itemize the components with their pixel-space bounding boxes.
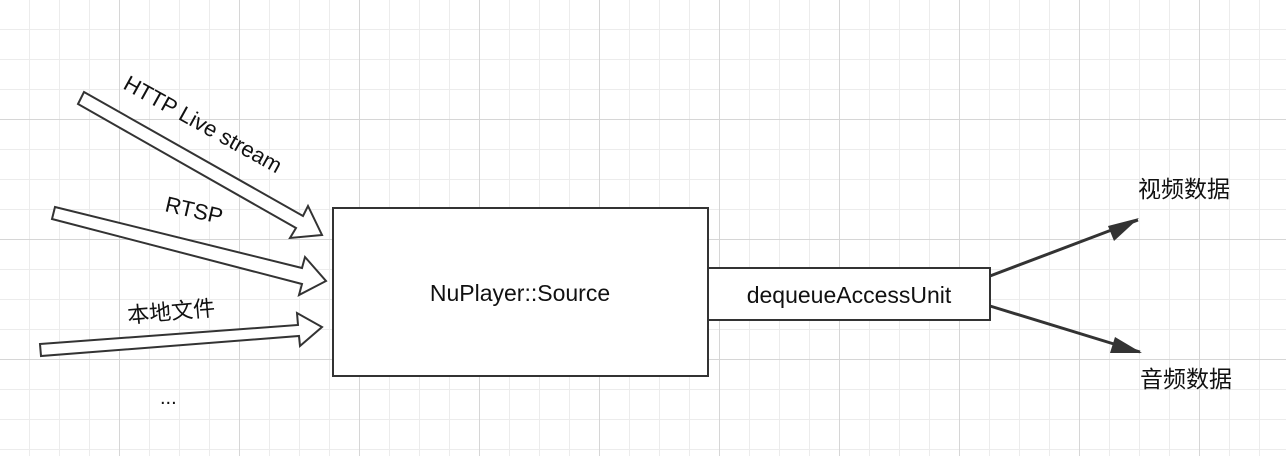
source-box-label: NuPlayer::Source bbox=[430, 280, 610, 306]
input-arrow-local bbox=[38, 311, 324, 358]
source-box bbox=[332, 207, 709, 377]
output-label-video: 视频数据 bbox=[1138, 176, 1230, 202]
input-label-local: 本地文件 bbox=[126, 295, 216, 328]
dequeue-box bbox=[707, 267, 991, 321]
output-label-audio: 音频数据 bbox=[1140, 366, 1232, 392]
output-arrowhead-audio bbox=[1110, 337, 1142, 353]
input-arrow-rtsp bbox=[50, 205, 328, 297]
input-arrow-hls bbox=[76, 90, 324, 240]
output-arrowhead-video bbox=[1108, 218, 1139, 241]
input-label-rtsp: RTSP bbox=[163, 192, 225, 229]
input-label-more: ... bbox=[160, 387, 177, 409]
dequeue-box-label: dequeueAccessUnit bbox=[747, 282, 952, 308]
